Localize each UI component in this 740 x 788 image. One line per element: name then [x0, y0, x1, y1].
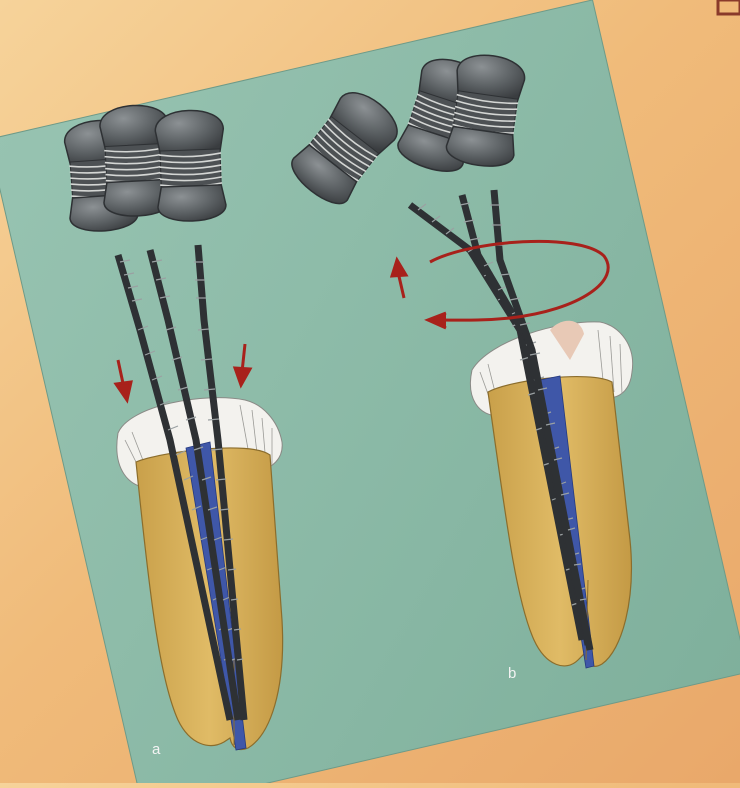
corner-mark: [718, 0, 740, 14]
panel-label-b: b: [508, 665, 516, 682]
panel-label-a: a: [152, 741, 161, 758]
